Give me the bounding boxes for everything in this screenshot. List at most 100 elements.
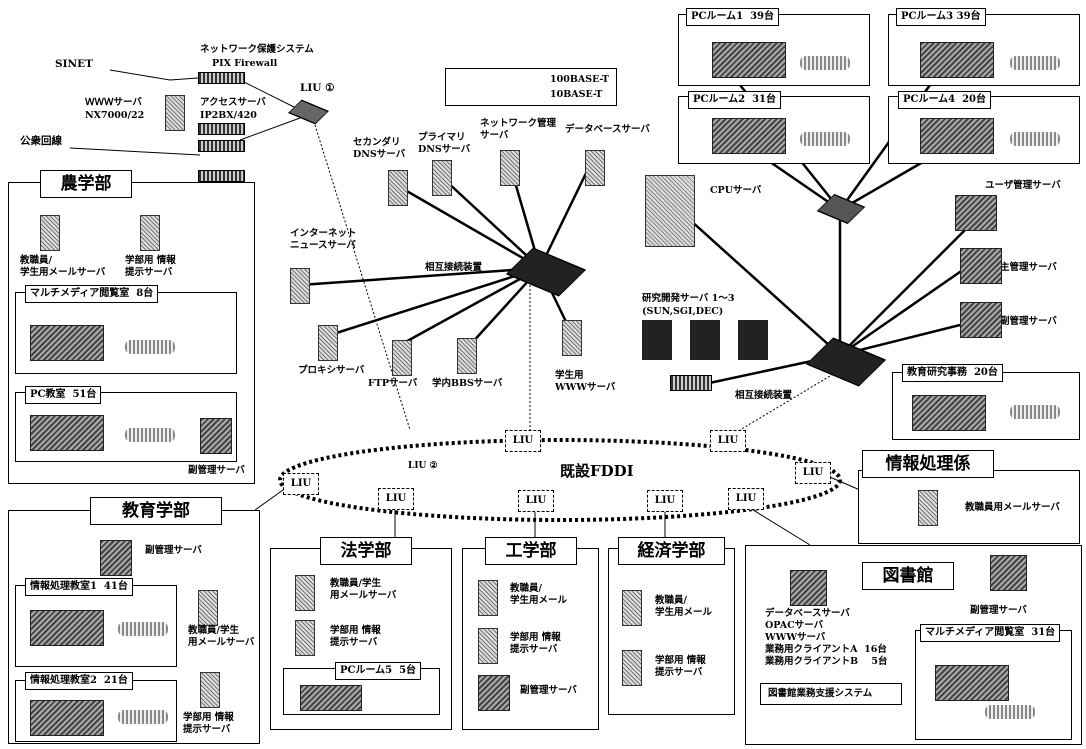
edu-sub-mgmt-label: 副管理サーバ <box>145 545 202 556</box>
agri-mm-label: マルチメディア閲覧室 8台 <box>25 285 159 303</box>
info-section-mail-icon <box>918 490 938 526</box>
www-server-label: ＷＷＷサーバ <box>85 97 142 108</box>
news-label: インターネット ニュースサーバ <box>290 228 357 251</box>
database-label: データベースサーバ <box>565 124 650 135</box>
edu-room1-computers-icon <box>30 610 104 646</box>
liu-node: LIU <box>505 430 541 452</box>
research-hub-icon <box>670 375 712 391</box>
agri-info-label: 学部用 情報 提示サーバ <box>125 255 176 278</box>
edu-room1-label: 情報処理教室1 41台 <box>25 578 133 596</box>
pc-room2-computers-icon <box>712 118 786 154</box>
library-title: 図書館 <box>862 562 954 590</box>
edu-info-label: 学部用 情報 提示サーバ <box>183 712 234 735</box>
net-mgmt-label: ネットワーク管理 サーバ <box>480 118 557 141</box>
firewall-model: PIX Firewall <box>212 58 278 69</box>
eng-info-label: 学部用 情報 提示サーバ <box>510 632 561 655</box>
liu-node: LIU <box>710 430 746 452</box>
main-mgmt-label: 主管理サーバ <box>1000 262 1057 273</box>
pc-room2-label: PCルーム2 31台 <box>688 91 782 109</box>
law-info-label: 学部用 情報 提示サーバ <box>330 625 381 648</box>
pc-room1-label: PCルーム1 39台 <box>686 8 780 26</box>
econ-mail-label: 教職員/ 学生用メール <box>655 595 713 618</box>
primary-dns-icon <box>432 160 452 196</box>
www-server-model: NX7000/22 <box>85 110 145 121</box>
edu-room2-keyboards-icon <box>118 710 168 724</box>
pc-room4-keyboards-icon <box>1010 132 1060 146</box>
student-www-icon <box>562 320 582 356</box>
modem-icon <box>198 140 245 152</box>
user-mgmt-label: ユーザ管理サーバ <box>985 180 1061 191</box>
edu-mail-icon <box>198 590 218 626</box>
hub-icon <box>198 170 245 182</box>
agri-mm-keyboards-icon <box>125 340 175 354</box>
public-line-label: 公衆回線 <box>20 135 62 147</box>
edu-sub-mgmt-icon <box>100 540 132 576</box>
eng-sub-mgmt-icon <box>478 675 510 711</box>
pc-room3-keyboards-icon <box>1010 56 1060 70</box>
eng-sub-mgmt-label: 副管理サーバ <box>520 685 577 696</box>
library-system-label: 図書館業務支援システム <box>768 688 873 699</box>
edu-room1-keyboards-icon <box>118 622 168 636</box>
research-label: 研究開発サーバ 1～3 <box>642 293 735 304</box>
bbs-icon <box>457 338 477 374</box>
research-os-label: (SUN,SGI,DEC) <box>642 306 724 317</box>
agri-title: 農学部 <box>40 170 132 198</box>
pc-room2-keyboards-icon <box>800 132 850 146</box>
sub-mgmt-icon <box>960 302 1002 338</box>
proxy-icon <box>318 325 338 361</box>
library-sub-mgmt-icon <box>990 555 1027 591</box>
net-mgmt-icon <box>500 150 520 186</box>
ftp-icon <box>392 340 412 376</box>
edu-office-keyboards-icon <box>1010 405 1060 419</box>
law-title: 法学部 <box>320 537 412 565</box>
eng-mail-label: 教職員/ 学生用メール <box>510 583 568 606</box>
pc-room1-computers-icon <box>712 42 786 78</box>
edu-title: 教育学部 <box>90 497 222 525</box>
library-system-box <box>760 683 902 705</box>
library-sub-mgmt-label: 副管理サーバ <box>970 605 1027 616</box>
liu-node: LIU <box>283 473 319 495</box>
secondary-dns-icon <box>388 170 408 206</box>
legend-10base: 10BASE-T <box>550 89 603 100</box>
switch1-label: 相互接続装置 <box>425 262 483 273</box>
pc-room3-computers-icon <box>920 42 994 78</box>
cpu-server-icon <box>645 175 695 247</box>
workstations-icon <box>642 320 772 360</box>
eng-info-icon <box>478 628 498 664</box>
bbs-label: 学内BBSサーバ <box>432 378 503 389</box>
edu-room2-label: 情報処理教室2 21台 <box>25 672 133 690</box>
database-icon <box>585 150 605 186</box>
law-mail-icon <box>295 575 315 611</box>
sub-mgmt-label: 副管理サーバ <box>1000 316 1057 327</box>
econ-mail-icon <box>622 590 642 626</box>
agri-pc-computers-icon <box>30 415 104 451</box>
secondary-dns-label: セカンダリ DNSサーバ <box>353 137 406 160</box>
primary-dns-label: プライマリ DNSサーバ <box>418 132 471 155</box>
pc-room3-label: PCルーム3 39台 <box>896 8 986 26</box>
student-www-label: 学生用 WWWサーバ <box>555 370 616 393</box>
pc-room1-keyboards-icon <box>800 56 850 70</box>
agri-mail-icon <box>40 215 60 251</box>
liu-node: LIU <box>728 488 764 510</box>
firewall-icon <box>198 72 245 84</box>
liu-node: LIU <box>795 462 831 484</box>
proxy-label: プロキシサーバ <box>298 365 365 376</box>
liu-node: LIU <box>647 490 683 512</box>
sinet-label: SINET <box>55 58 93 70</box>
eng-mail-icon <box>478 580 498 616</box>
pc-room4-computers-icon <box>920 118 994 154</box>
fddi-label: 既設FDDI <box>560 462 634 480</box>
info-section-box <box>858 470 1080 544</box>
edu-room2-computers-icon <box>30 700 104 736</box>
econ-title: 経済学部 <box>618 537 725 565</box>
agri-pc-label: PC教室 51台 <box>25 386 102 404</box>
library-mm-computers-icon <box>935 665 1009 701</box>
law-info-icon <box>295 620 315 656</box>
access-server-icon <box>198 123 245 135</box>
library-mm-label: マルチメディア閲覧室 31台 <box>920 624 1061 642</box>
agri-sub-mgmt-label: 副管理サーバ <box>188 465 245 476</box>
law-pc5-label: PCルーム5 5台 <box>335 662 422 680</box>
eng-title: 工学部 <box>485 537 577 565</box>
law-mail-label: 教職員/学生 用メールサーバ <box>330 578 397 601</box>
edu-office-label: 教育研究事務 20台 <box>902 364 1003 382</box>
